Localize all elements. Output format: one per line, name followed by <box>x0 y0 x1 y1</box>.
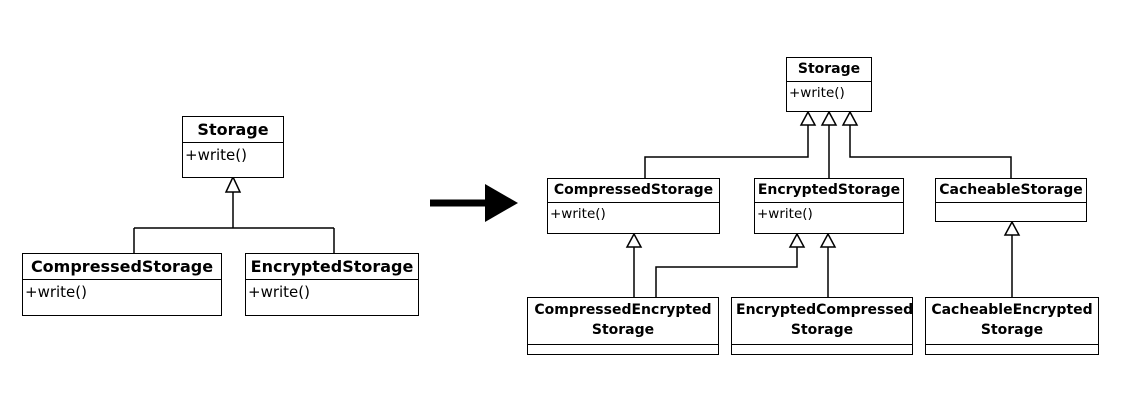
class-name-line1: CacheableEncrypted <box>931 302 1093 318</box>
inheritance-arrowhead <box>820 110 838 126</box>
right-bottom-inheritance-connector <box>625 220 1021 297</box>
class-name: EncryptedCompressed Storage <box>732 298 912 345</box>
class-name: EncryptedStorage <box>755 179 903 203</box>
class-name-line1: CompressedEncrypted <box>534 302 712 318</box>
class-compressed-encrypted-storage: CompressedEncrypted Storage <box>527 297 719 355</box>
inheritance-arrowhead <box>819 232 837 248</box>
class-name: CompressedEncrypted Storage <box>528 298 718 345</box>
inheritance-arrowhead <box>1003 220 1021 236</box>
class-operation: +write() <box>757 206 813 222</box>
right-top-inheritance-connector <box>644 110 1012 178</box>
left-inheritance-connector <box>133 175 335 253</box>
class-name-line2: Storage <box>790 322 854 338</box>
inheritance-arrowhead <box>625 232 643 248</box>
class-name-line2: Storage <box>591 322 655 338</box>
class-name: CompressedStorage <box>23 254 221 280</box>
class-name: EncryptedStorage <box>246 254 418 280</box>
class-encrypted-storage-right: EncryptedStorage +write() <box>754 178 904 234</box>
class-name-line2: Storage <box>980 322 1044 338</box>
class-name: Storage <box>183 117 283 143</box>
inheritance-arrowhead <box>224 175 242 193</box>
class-operation: +write() <box>25 283 87 301</box>
class-encrypted-compressed-storage: EncryptedCompressed Storage <box>731 297 913 355</box>
inheritance-arrowhead <box>799 110 817 126</box>
class-operation: +write() <box>550 206 606 222</box>
transform-arrow <box>430 184 518 222</box>
class-operation: +write() <box>248 283 310 301</box>
class-cacheable-storage: CacheableStorage <box>935 178 1087 222</box>
class-encrypted-storage-left: EncryptedStorage +write() <box>245 253 419 316</box>
class-storage-left: Storage +write() <box>182 116 284 178</box>
class-name: CacheableStorage <box>936 179 1086 203</box>
class-name-line1: EncryptedCompressed <box>736 302 912 318</box>
inheritance-arrowhead <box>788 232 806 248</box>
class-operation: +write() <box>789 85 845 101</box>
inheritance-arrowhead <box>841 110 859 126</box>
class-name: CompressedStorage <box>548 179 719 203</box>
class-operation: +write() <box>185 146 247 164</box>
class-name: CacheableEncrypted Storage <box>926 298 1098 345</box>
class-storage-right: Storage +write() <box>786 57 872 112</box>
class-cacheable-encrypted-storage: CacheableEncrypted Storage <box>925 297 1099 355</box>
class-compressed-storage-left: CompressedStorage +write() <box>22 253 222 316</box>
class-compressed-storage-right: CompressedStorage +write() <box>547 178 720 234</box>
class-name: Storage <box>787 58 871 82</box>
